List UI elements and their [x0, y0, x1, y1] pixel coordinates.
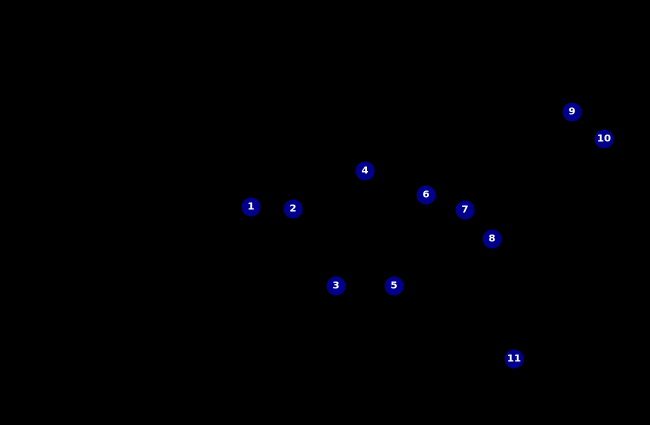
numbered-marker-badge[interactable]: 10: [594, 129, 614, 149]
numbered-marker-badge[interactable]: 4: [355, 161, 375, 181]
numbered-marker-badge[interactable]: 5: [384, 276, 404, 296]
numbered-marker-badge[interactable]: 8: [482, 229, 502, 249]
numbered-marker-badge[interactable]: 6: [416, 185, 436, 205]
numbered-marker-badge[interactable]: 7: [455, 200, 475, 220]
numbered-marker-badge[interactable]: 9: [562, 102, 582, 122]
numbered-marker-badge[interactable]: 11: [504, 349, 524, 369]
numbered-marker-badge[interactable]: 1: [241, 197, 261, 217]
numbered-marker-badge[interactable]: 3: [326, 276, 346, 296]
numbered-marker-badge[interactable]: 2: [283, 199, 303, 219]
